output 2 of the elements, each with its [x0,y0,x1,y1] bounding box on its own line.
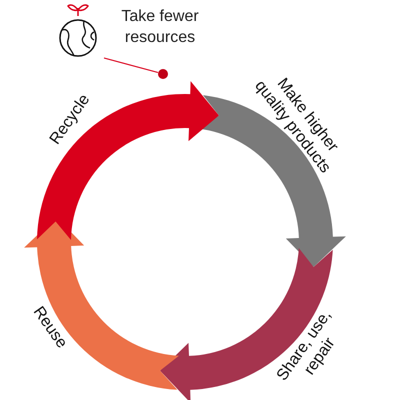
leader-line [104,58,158,73]
note-text: Take fewer resources [120,7,200,48]
